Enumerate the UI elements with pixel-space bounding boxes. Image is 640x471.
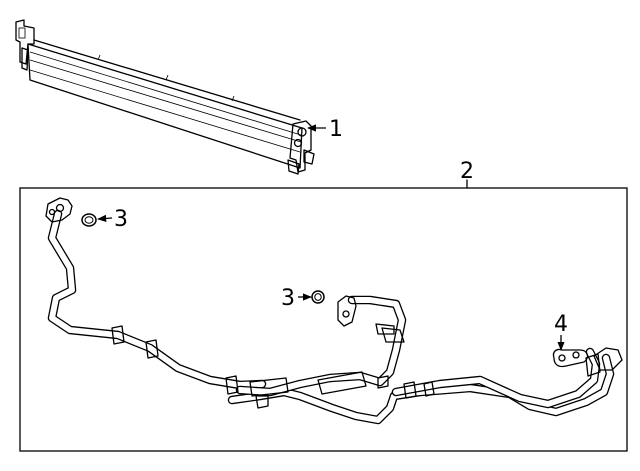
callout-3-middle: 3 [281,286,295,311]
right-end-fitting [585,347,623,377]
callout-4: 4 [554,312,568,337]
middle-end-fitting [337,295,357,327]
callout-arrow-3a [97,214,113,223]
callout-2: 2 [460,159,474,184]
assembly-bracket-box [19,187,628,452]
left-end-fitting [45,197,73,223]
oil-cooler [15,19,315,175]
callout-1: 1 [329,117,343,142]
o-ring-seal-middle [311,290,325,304]
pipe-clamps [111,323,435,409]
callout-3-upper: 3 [114,207,128,232]
o-ring-seal-upper [81,213,97,227]
cooler-pipe-main [47,209,267,390]
cooler-pipe-right [391,347,601,409]
gasket [552,348,589,368]
